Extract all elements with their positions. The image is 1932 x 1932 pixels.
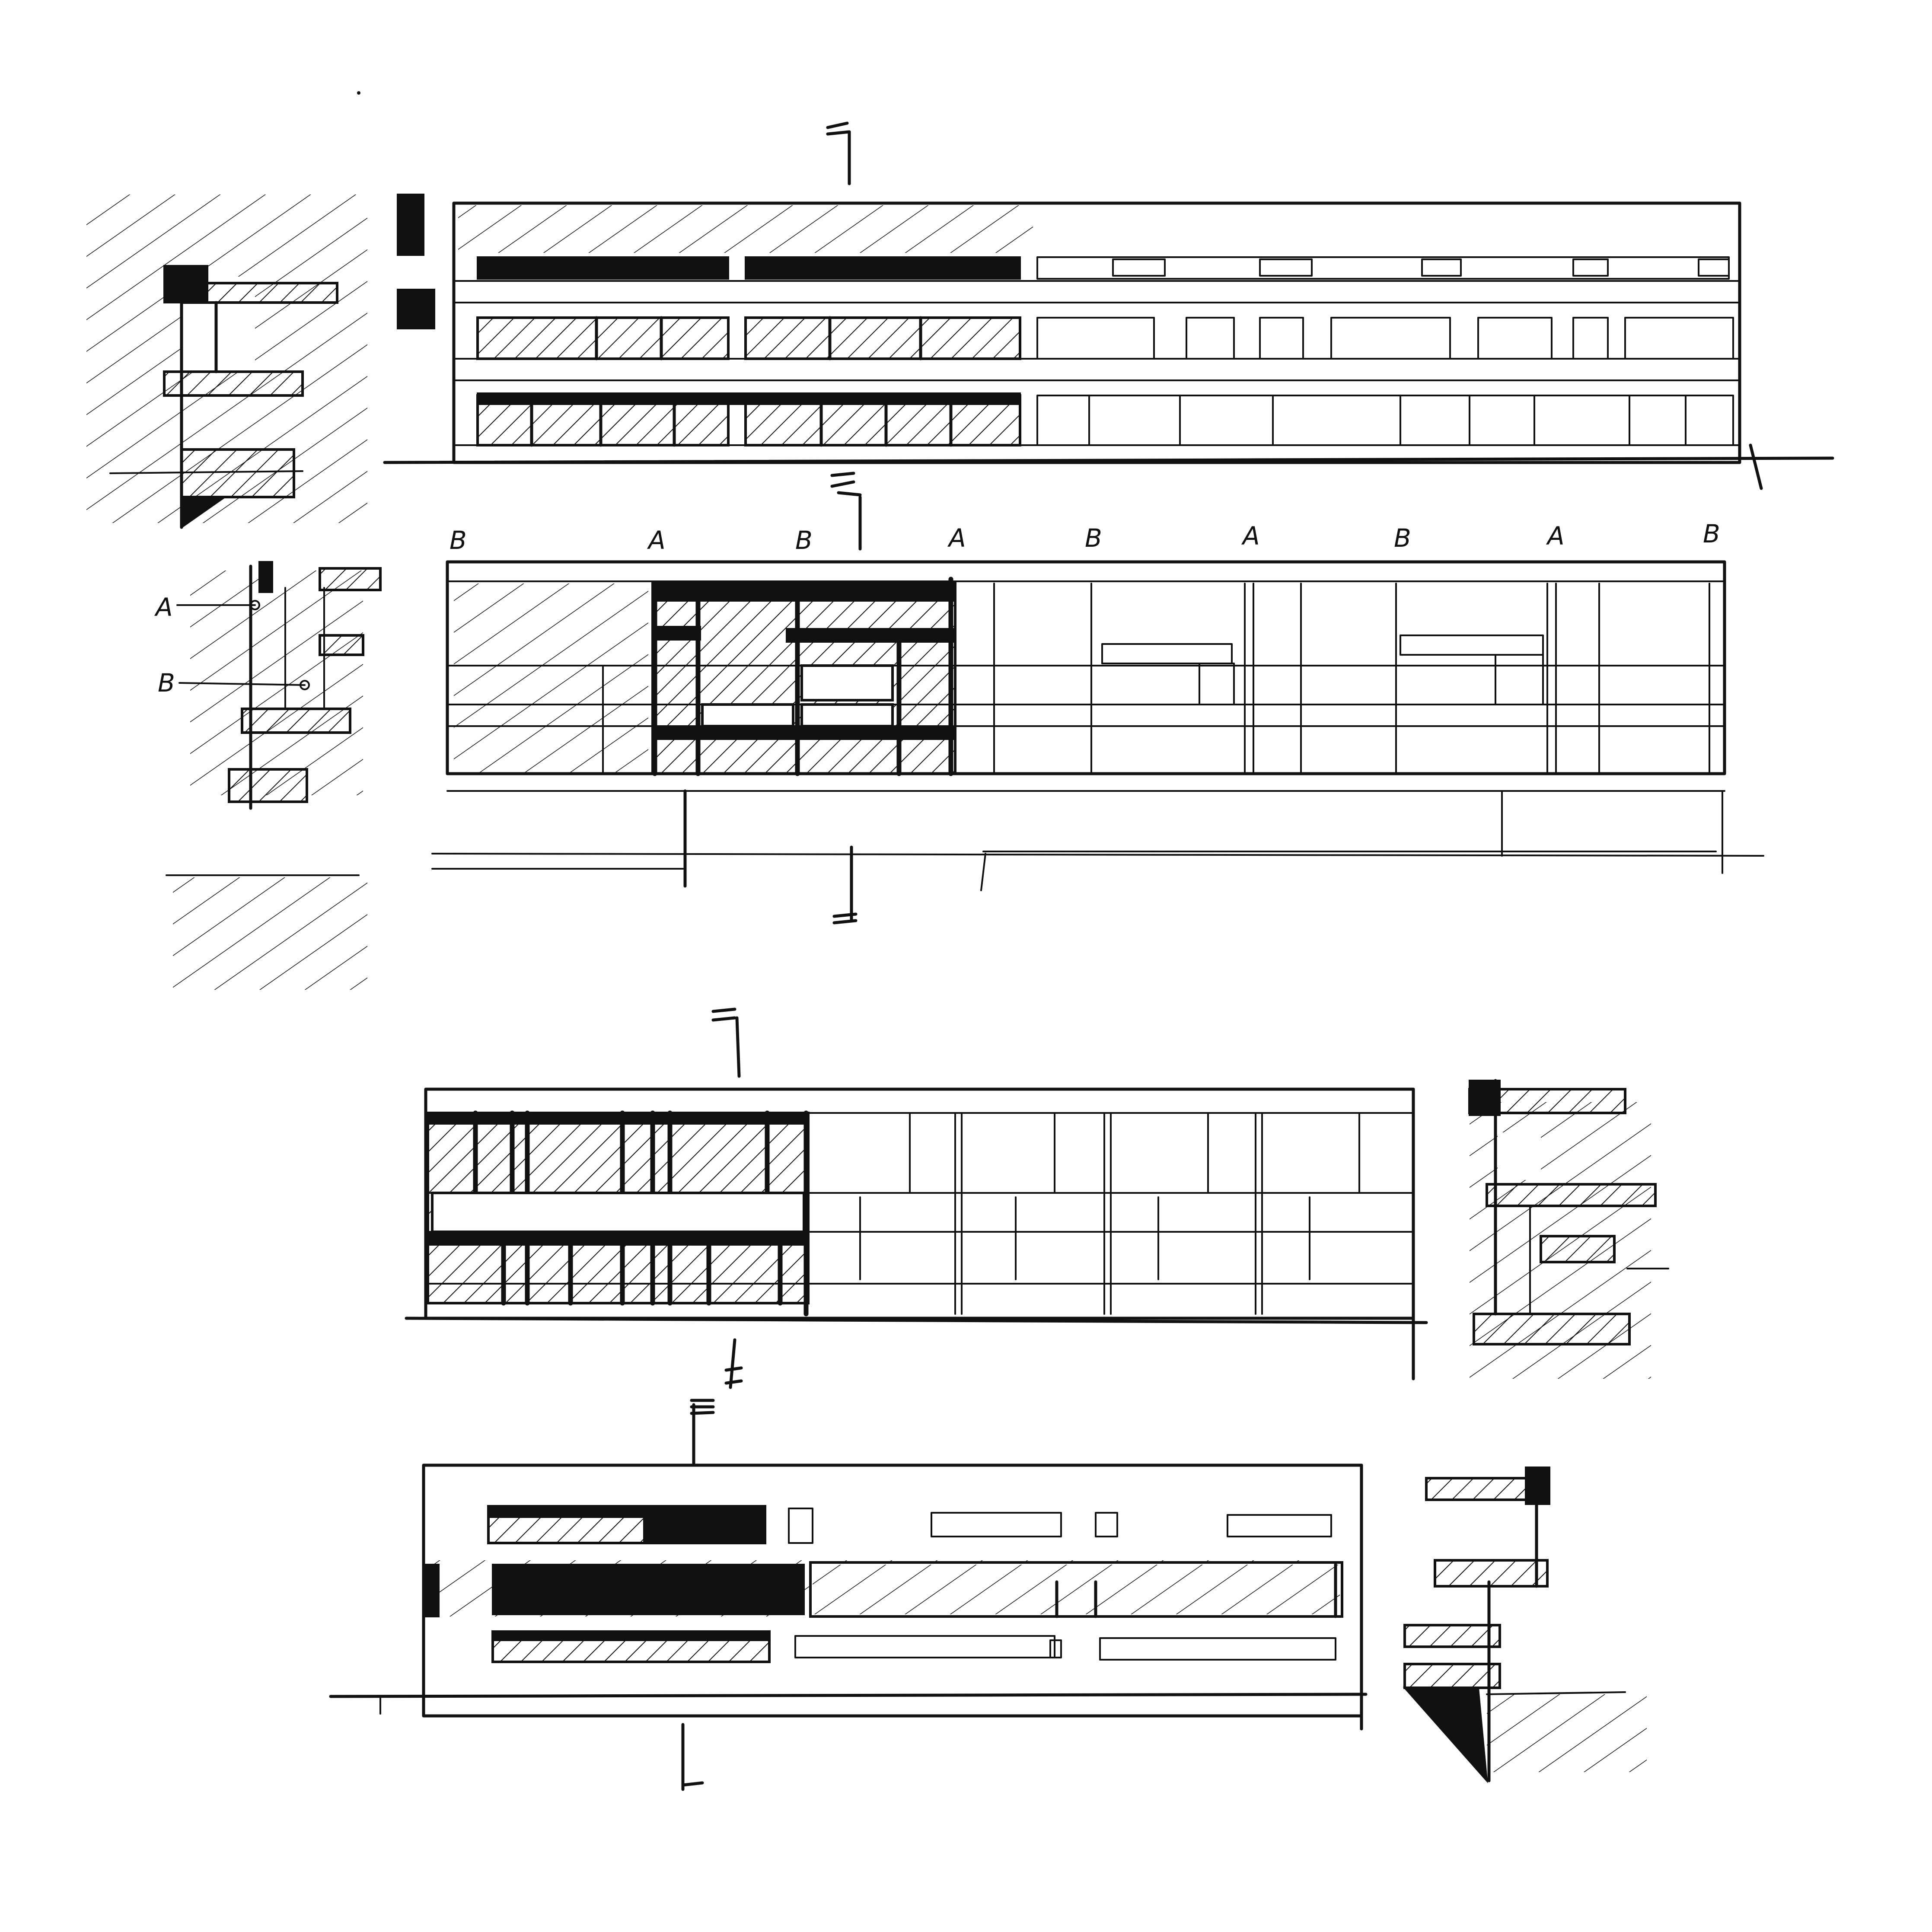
section-label-b: B xyxy=(158,668,175,698)
bay-label: B xyxy=(450,526,467,555)
section-detail-1 xyxy=(86,194,367,529)
elevation-1 xyxy=(383,121,1834,551)
ground-hatch xyxy=(173,877,367,990)
elevation-1-window-head xyxy=(477,392,1021,405)
section-flag-icon xyxy=(711,1007,741,1078)
bay-label: A xyxy=(647,526,666,555)
elevation-1-endwall xyxy=(397,289,435,329)
section-flag-icon xyxy=(832,845,858,925)
bay-label: B xyxy=(1085,523,1102,553)
ground-hatch xyxy=(1487,1694,1647,1772)
elevation-2-bay-hatch xyxy=(454,583,648,774)
section-flag-icon xyxy=(690,1399,715,1467)
section-flag-icon xyxy=(830,472,862,551)
elevation-1-window-dark xyxy=(476,316,730,360)
elevation-1-window-dark xyxy=(744,316,1021,360)
elevation-2-outline xyxy=(446,560,1726,775)
elevation-1-ground-tick xyxy=(1749,443,1763,490)
bay-label: A xyxy=(947,523,966,553)
elevation-3 xyxy=(405,1007,1428,1389)
section-flag-icon xyxy=(826,121,851,185)
elevation-2-bays-open xyxy=(993,583,1710,775)
elevation-2: B A B A B A B A B xyxy=(431,519,1764,925)
section-flag-icon xyxy=(724,1338,743,1389)
elevation-1-parapet-hatch xyxy=(458,205,1033,253)
section-label-a: A xyxy=(154,593,173,622)
elevation-1-window-dark xyxy=(477,256,729,280)
elevation-4-windows-open xyxy=(788,1508,1332,1544)
elevation-1-windows-open xyxy=(1036,256,1734,446)
elevation-1-outline xyxy=(452,201,1741,464)
section-detail-3 xyxy=(1468,1079,1669,1379)
section-detail-2: A B xyxy=(154,561,382,990)
elevation-3-bays-open xyxy=(859,1112,1360,1315)
bay-label: A xyxy=(1546,521,1565,551)
elevation-1-ground-line xyxy=(383,456,1834,464)
elevation-4 xyxy=(329,1399,1368,1791)
bay-label: B xyxy=(795,526,813,555)
section-detail-4 xyxy=(1403,1467,1647,1783)
elevation-1-window-dark xyxy=(745,256,1021,280)
elevation-1-endwall xyxy=(397,194,424,256)
bay-label: B xyxy=(1394,523,1411,553)
bay-label: B xyxy=(1703,519,1720,548)
section-flag-icon xyxy=(681,1723,704,1791)
bay-label: A xyxy=(1241,521,1260,551)
